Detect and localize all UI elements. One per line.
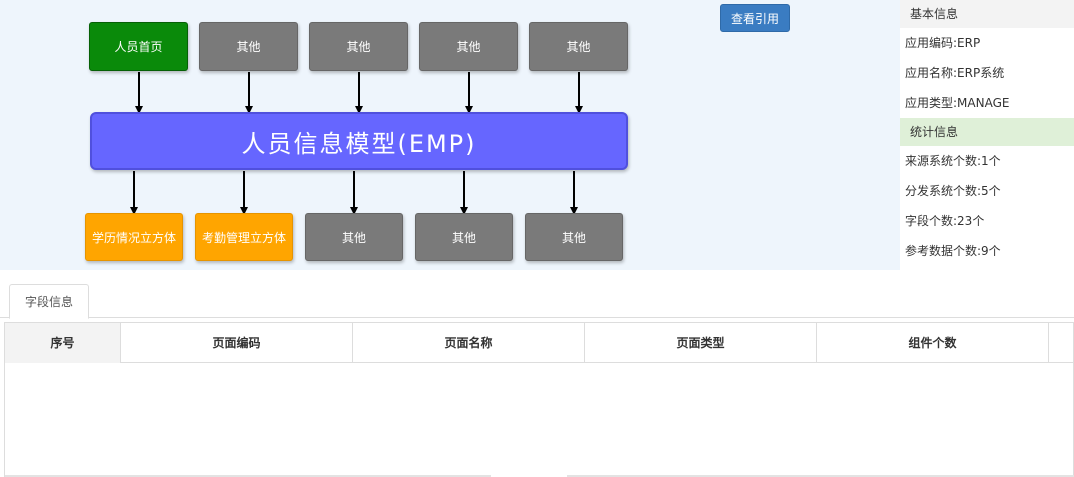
bottom-node-3[interactable]: 其他: [415, 213, 513, 261]
stats-row-distribution-systems: 分发系统个数:5个: [905, 184, 1001, 198]
bottom-node-3-label: 其他: [451, 230, 476, 245]
arrow-layer: [130, 72, 583, 215]
bottom-node-2-label: 其他: [341, 230, 366, 245]
top-node-4[interactable]: 其他: [529, 22, 628, 71]
tab-bar: 字段信息: [0, 284, 1074, 319]
bottom-node-0[interactable]: 学历情况立方体: [85, 213, 183, 261]
top-node-4-label: 其他: [566, 40, 591, 54]
stats-row-reference-data: 参考数据个数:9个: [905, 244, 1001, 258]
grid-header: 序号 页面编码 页面名称 页面类型 组件个数: [5, 323, 1073, 363]
view-references-label: 查看引用: [730, 11, 779, 26]
stats-row-field-count: 字段个数:23个: [905, 214, 985, 228]
top-node-0[interactable]: 人员首页: [89, 22, 188, 71]
tab-field-info[interactable]: 字段信息: [9, 284, 89, 319]
info-row-app-type: 应用类型:MANAGE: [905, 96, 1010, 110]
basic-info-header: 基本信息: [900, 0, 1074, 28]
bottom-node-1[interactable]: 考勤管理立方体: [195, 213, 293, 261]
grid-footer: [5, 475, 1074, 477]
column-header-page-name[interactable]: 页面名称: [353, 323, 585, 363]
top-node-0-label: 人员首页: [114, 40, 163, 54]
tab-field-info-label: 字段信息: [24, 295, 73, 309]
top-node-1[interactable]: 其他: [199, 22, 298, 71]
column-header-component-count[interactable]: 组件个数: [817, 323, 1049, 363]
column-header-page-type[interactable]: 页面类型: [585, 323, 817, 363]
bottom-node-4-label: 其他: [561, 230, 586, 245]
column-header-page-code[interactable]: 页面编码: [121, 323, 353, 363]
stats-row-source-systems: 来源系统个数:1个: [905, 154, 1001, 168]
center-model-label: 人员信息模型(EMP): [241, 129, 477, 158]
view-references-button[interactable]: 查看引用: [720, 4, 790, 32]
top-node-2-label: 其他: [346, 40, 371, 54]
stats-info-header: 统计信息: [900, 118, 1074, 146]
diagram-canvas: 人员首页 其他 其他 其他 其他 人员信息模型(EMP) 学历情况立方体 考勤管…: [0, 0, 900, 270]
bottom-node-2[interactable]: 其他: [305, 213, 403, 261]
top-node-3[interactable]: 其他: [419, 22, 518, 71]
data-grid: 序号 页面编码 页面名称 页面类型 组件个数: [4, 322, 1074, 477]
top-node-2[interactable]: 其他: [309, 22, 408, 71]
center-model-node[interactable]: 人员信息模型(EMP): [90, 112, 628, 170]
bottom-node-0-label: 学历情况立方体: [91, 230, 176, 245]
info-row-app-name: 应用名称:ERP系统: [905, 66, 1005, 80]
info-row-app-code: 应用编码:ERP: [905, 36, 981, 50]
bottom-node-4[interactable]: 其他: [525, 213, 623, 261]
top-node-3-label: 其他: [456, 40, 481, 54]
bottom-node-1-label: 考勤管理立方体: [201, 230, 286, 245]
info-panel: 基本信息 应用编码:ERP 应用名称:ERP系统 应用类型:MANAGE 统计信…: [900, 0, 1074, 274]
column-header-index[interactable]: 序号: [5, 323, 121, 363]
top-node-1-label: 其他: [236, 40, 261, 54]
